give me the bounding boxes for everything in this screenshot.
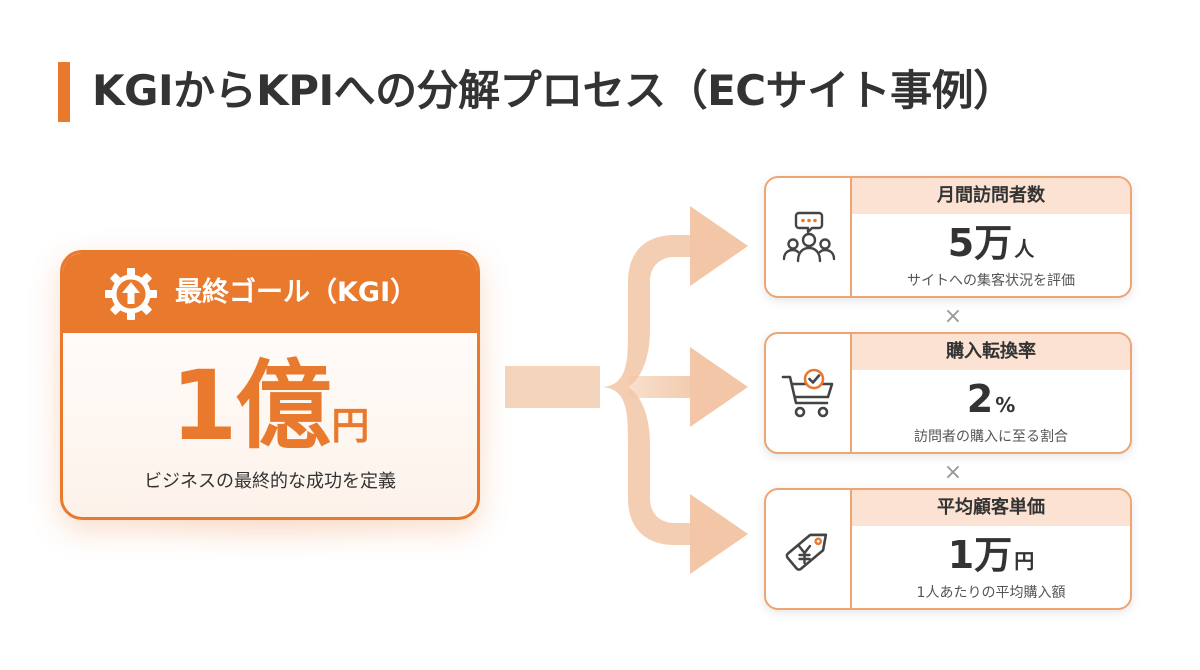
kgi-value-unit: 円 <box>331 404 370 448</box>
kgi-value-number: 1億 <box>170 350 332 462</box>
arrow-trunk <box>505 366 600 408</box>
kpi-card-conversion-rate: 購入転換率 2% 訪問者の購入に至る割合 <box>764 332 1132 454</box>
kpi-description: 訪問者の購入に至る割合 <box>914 429 1068 445</box>
arrow-head-top <box>690 206 748 286</box>
kgi-header-label: 最終ゴール（KGI） <box>175 277 418 308</box>
arrow-head-bottom <box>690 494 748 574</box>
kgi-card-header: 最終ゴール（KGI） <box>63 253 477 333</box>
kgi-description: ビジネスの最終的な成功を定義 <box>144 471 396 492</box>
kpi-card-visitors: 月間訪問者数 5万人 サイトへの集客状況を評価 <box>764 176 1132 298</box>
kpi-icon-box <box>766 178 852 296</box>
kpi-title: 購入転換率 <box>852 334 1130 370</box>
title-accent-bar <box>58 62 70 122</box>
kpi-value-number: 2 <box>966 377 994 421</box>
kgi-value: 1億円 <box>63 351 477 461</box>
kpi-value: 5万人 <box>852 218 1130 268</box>
kpi-value-number: 1万 <box>947 533 1013 577</box>
kpi-description: 1人あたりの平均購入額 <box>916 585 1066 601</box>
kpi-value: 1万円 <box>852 530 1130 580</box>
kpi-description: サイトへの集客状況を評価 <box>907 273 1075 289</box>
arrow-spine <box>600 235 700 545</box>
kpi-title: 月間訪問者数 <box>852 178 1130 214</box>
kpi-value-unit: 人 <box>1014 237 1035 261</box>
page-title: KGIからKPIへの分解プロセス（ECサイト事例） <box>92 66 1015 115</box>
kpi-value-unit: 円 <box>1014 549 1035 573</box>
gear-up-arrow-icon <box>105 268 157 320</box>
kpi-icon-box <box>766 490 852 608</box>
kpi-title: 平均顧客単価 <box>852 490 1130 526</box>
kpi-value: 2% <box>852 374 1130 424</box>
kpi-value-unit: % <box>995 393 1016 417</box>
people-chat-icon <box>782 211 836 263</box>
kpi-value-number: 5万 <box>947 221 1013 265</box>
multiply-operator: × <box>943 460 963 485</box>
kpi-card-average-order-value: 平均顧客単価 1万円 1人あたりの平均購入額 <box>764 488 1132 610</box>
kpi-icon-box <box>766 334 852 452</box>
yen-price-tag-icon <box>785 533 828 571</box>
arrow-head-middle <box>690 347 748 427</box>
kgi-card: 最終ゴール（KGI） 1億円 ビジネスの最終的な成功を定義 <box>60 250 480 520</box>
arrow-arm-middle <box>628 376 700 398</box>
multiply-operator: × <box>943 304 963 329</box>
shopping-cart-check-icon <box>781 368 834 418</box>
